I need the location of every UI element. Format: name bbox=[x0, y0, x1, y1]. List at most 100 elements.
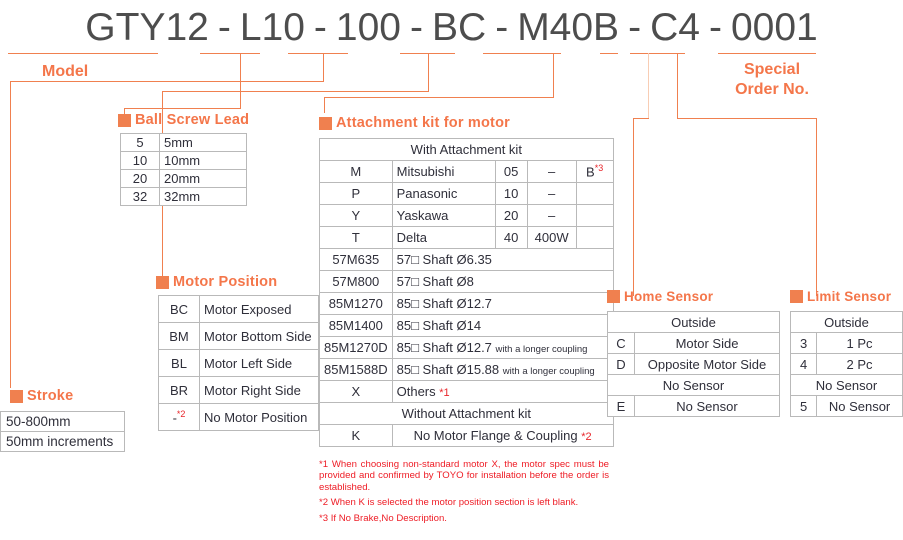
att-maker: Panasonic bbox=[391, 182, 496, 205]
att-shaft-main: 85□ Shaft Ø14 bbox=[396, 318, 482, 333]
limit-code: 5 bbox=[789, 395, 818, 417]
att-code: T bbox=[319, 226, 393, 249]
connector-mp-v1 bbox=[428, 53, 429, 91]
ball-screw-lead-table: 5 5mm 10 10mm 20 20mm 32 32mm bbox=[120, 133, 247, 206]
att-code: M bbox=[319, 160, 393, 183]
underline-sensor bbox=[630, 53, 685, 54]
underline-special-order bbox=[718, 53, 816, 54]
code-segment-attachment: M40B bbox=[517, 6, 620, 49]
table-row[interactable]: 85M1270D 85□ Shaft Ø12.7 with a longer c… bbox=[319, 336, 614, 359]
att-shaft-code: 85M1270 bbox=[319, 292, 393, 315]
connector-att-v2 bbox=[324, 97, 325, 113]
label-special-order-line2: Order No. bbox=[735, 81, 809, 98]
home-code: D bbox=[607, 353, 635, 375]
bullet-square-icon bbox=[607, 290, 620, 303]
home-sensor-title: Home Sensor bbox=[624, 289, 714, 304]
att-shaft-desc: 85□ Shaft Ø15.88 with a longer coupling bbox=[391, 358, 614, 381]
connector-home-v1 bbox=[648, 53, 649, 118]
table-row[interactable]: D Opposite Motor Side bbox=[607, 353, 780, 375]
att-watt: – bbox=[526, 182, 577, 205]
connector-mp-h bbox=[162, 91, 429, 92]
stroke-range: 50-800mm bbox=[0, 411, 125, 432]
footnotes-block: *1 When choosing non-standard motor X, t… bbox=[319, 459, 609, 524]
code-segment-stroke: 100 bbox=[335, 6, 401, 49]
att-maker: Mitsubishi bbox=[391, 160, 496, 183]
limit-sensor-table: Outside 3 1 Pc 4 2 Pc No Sensor 5 No Sen… bbox=[789, 311, 903, 417]
table-row[interactable]: T Delta 40 400W bbox=[319, 226, 614, 249]
mp-desc: Motor Left Side bbox=[199, 349, 319, 377]
table-row[interactable]: C Motor Side bbox=[607, 332, 780, 354]
connector-limit-v2 bbox=[816, 118, 817, 296]
mp-desc: Motor Exposed bbox=[199, 295, 319, 323]
table-row[interactable]: 10 10mm bbox=[120, 151, 247, 170]
table-row[interactable]: P Panasonic 10 – bbox=[319, 182, 614, 205]
section-header-stroke: Stroke bbox=[10, 388, 73, 404]
table-row[interactable]: 85M1400 85□ Shaft Ø14 bbox=[319, 314, 614, 337]
label-special-order-line1: Special bbox=[743, 61, 801, 78]
att-shaft-main: 85□ Shaft Ø15.88 bbox=[396, 362, 500, 377]
table-row[interactable]: -*2 No Motor Position bbox=[158, 403, 319, 431]
table-row[interactable]: 4 2 Pc bbox=[789, 353, 903, 375]
att-size: 10 bbox=[494, 182, 528, 205]
mp-code: BM bbox=[158, 322, 200, 350]
table-row[interactable]: 5 5mm bbox=[120, 133, 247, 152]
bullet-square-icon bbox=[10, 389, 23, 403]
code-segment-sensor: C4 bbox=[650, 6, 700, 49]
limit-desc: 2 Pc bbox=[816, 353, 903, 375]
footnote-ref: *2 bbox=[581, 431, 592, 443]
table-row[interactable]: BM Motor Bottom Side bbox=[158, 322, 319, 350]
att-without-desc: No Motor Flange & Coupling *2 bbox=[391, 424, 614, 447]
table-row[interactable]: BR Motor Right Side bbox=[158, 376, 319, 404]
table-row[interactable]: Y Yaskawa 20 – bbox=[319, 204, 614, 227]
home-sensor-table: Outside C Motor Side D Opposite Motor Si… bbox=[607, 311, 780, 417]
code-separator: - bbox=[410, 6, 423, 49]
table-row[interactable]: X Others *1 bbox=[319, 380, 614, 403]
attachment-with-header: With Attachment kit bbox=[319, 138, 614, 161]
att-shaft-code: 85M1270D bbox=[319, 336, 393, 359]
limit-desc: 1 Pc bbox=[816, 332, 903, 354]
table-row[interactable]: 50mm increments bbox=[0, 431, 125, 452]
table-row[interactable]: 85M1588D 85□ Shaft Ø15.88 with a longer … bbox=[319, 358, 614, 381]
bsl-code: 32 bbox=[120, 187, 160, 206]
underline-attachment bbox=[483, 53, 561, 54]
attachment-kit-table: With Attachment kit M Mitsubishi 05 – B*… bbox=[319, 138, 614, 447]
footnote-ref: *1 bbox=[439, 387, 450, 399]
mp-code: BL bbox=[158, 349, 200, 377]
table-row[interactable]: 5 No Sensor bbox=[789, 395, 903, 417]
table-row[interactable]: M Mitsubishi 05 – B*3 bbox=[319, 160, 614, 183]
footnote-1: *1 When choosing non-standard motor X, t… bbox=[319, 459, 609, 493]
table-row[interactable]: 85M1270 85□ Shaft Ø12.7 bbox=[319, 292, 614, 315]
table-row[interactable]: 3 1 Pc bbox=[789, 332, 903, 354]
table-row[interactable]: 57M800 57□ Shaft Ø8 bbox=[319, 270, 614, 293]
attachment-kit-title: Attachment kit for motor bbox=[336, 115, 510, 131]
connector-att-h bbox=[324, 97, 554, 98]
table-row[interactable]: BL Motor Left Side bbox=[158, 349, 319, 377]
att-brake: B*3 bbox=[575, 160, 614, 183]
att-code: P bbox=[319, 182, 393, 205]
underline-model bbox=[8, 53, 158, 54]
att-shaft-code: 57M635 bbox=[319, 248, 393, 271]
underline-sensor-left bbox=[600, 53, 618, 54]
att-shaft-desc: 85□ Shaft Ø12.7 bbox=[391, 292, 614, 315]
connector-lead-drop bbox=[124, 108, 125, 117]
att-watt: – bbox=[526, 160, 577, 183]
att-without-text: No Motor Flange & Coupling bbox=[413, 428, 582, 443]
att-shaft-desc: 57□ Shaft Ø8 bbox=[391, 270, 614, 293]
att-shaft-suffix: with a longer coupling bbox=[502, 366, 595, 377]
label-special-order: Special Order No. bbox=[718, 60, 826, 100]
table-row[interactable]: 57M635 57□ Shaft Ø6.35 bbox=[319, 248, 614, 271]
table-row[interactable]: 32 32mm bbox=[120, 187, 247, 206]
table-row[interactable]: E No Sensor bbox=[607, 395, 780, 417]
stroke-table: 50-800mm 50mm increments bbox=[0, 411, 125, 452]
attachment-without-header: Without Attachment kit bbox=[319, 402, 614, 425]
code-separator: - bbox=[313, 6, 327, 49]
connector-limit-v1 bbox=[677, 53, 678, 118]
section-header-ball-screw-lead: Ball Screw Lead bbox=[118, 112, 249, 128]
table-row[interactable]: K No Motor Flange & Coupling *2 bbox=[319, 424, 614, 447]
connector-home-h bbox=[633, 118, 649, 119]
table-row[interactable]: BC Motor Exposed bbox=[158, 295, 319, 323]
table-row-group-header: Without Attachment kit bbox=[319, 402, 614, 425]
table-row[interactable]: 20 20mm bbox=[120, 169, 247, 188]
footnote-ref: *3 bbox=[594, 163, 604, 174]
table-row[interactable]: 50-800mm bbox=[0, 411, 125, 432]
